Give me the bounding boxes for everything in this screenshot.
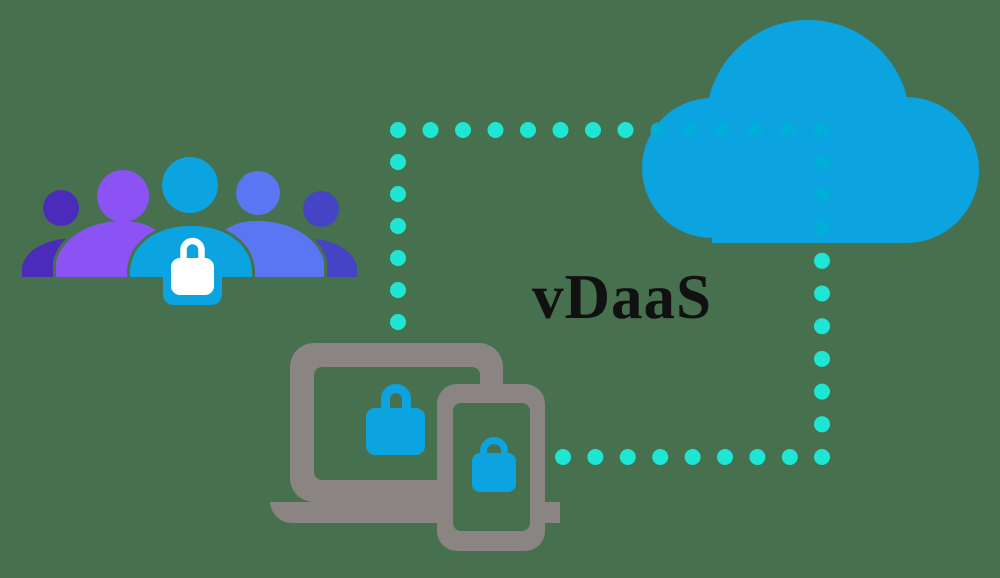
connector-dot	[814, 187, 830, 203]
connector-dot	[390, 282, 406, 298]
connector-dot	[520, 122, 536, 138]
connector-dot	[814, 350, 830, 367]
connector-dot	[814, 318, 830, 335]
user-3-head	[162, 157, 218, 213]
connector-dot	[814, 416, 830, 433]
connector-dot	[781, 449, 798, 465]
user-5-head	[303, 191, 339, 227]
padlock-body	[171, 258, 214, 295]
connector-dot	[749, 449, 766, 465]
connector-dot	[814, 155, 830, 171]
connector-dot	[390, 186, 406, 202]
connector-dot	[555, 449, 571, 465]
connector-dot	[813, 122, 828, 138]
connector-dot	[748, 122, 763, 138]
connector-dot	[814, 449, 830, 465]
connector-dot	[814, 383, 830, 400]
connector-dot	[390, 122, 406, 138]
connector-dot	[715, 122, 731, 138]
connector-dot	[814, 285, 830, 302]
connector-dot	[683, 122, 698, 138]
connector-dot	[390, 250, 406, 266]
connector-dot	[587, 449, 604, 465]
padlock-body	[366, 408, 425, 455]
cloud-icon	[642, 20, 979, 243]
users-group-icon	[22, 157, 357, 308]
dotted-connector-path	[390, 122, 830, 465]
laptop-padlock-icon	[366, 384, 425, 455]
connector-dot	[717, 449, 733, 465]
connector-dot	[619, 449, 636, 465]
user-4-head	[236, 171, 280, 215]
connector-dot	[390, 314, 406, 330]
connector-dot	[650, 122, 666, 138]
connector-dot	[814, 252, 830, 269]
cloud-base	[712, 150, 906, 243]
connector-dot	[585, 122, 601, 138]
connector-dot	[487, 122, 504, 138]
tablet-icon	[437, 384, 545, 551]
tablet-padlock-icon	[472, 437, 516, 492]
padlock-shackle	[480, 437, 508, 458]
connector-dot	[814, 220, 830, 236]
diagram-title: vDaaS	[532, 262, 712, 332]
connector-dot	[652, 449, 669, 465]
connector-dot	[780, 122, 796, 138]
connector-dot	[390, 154, 406, 170]
users-padlock-icon	[171, 237, 214, 295]
connector-dot	[455, 122, 471, 138]
connector-dot	[684, 449, 701, 465]
connector-dot	[390, 218, 406, 234]
user-1-head	[43, 190, 79, 226]
connector-dot	[552, 122, 569, 138]
padlock-shackle	[381, 384, 411, 412]
user-2-head	[97, 170, 149, 222]
padlock-body	[472, 453, 516, 492]
connector-dot	[617, 122, 634, 138]
padlock-shackle	[180, 237, 205, 263]
connector-dot	[422, 122, 439, 138]
